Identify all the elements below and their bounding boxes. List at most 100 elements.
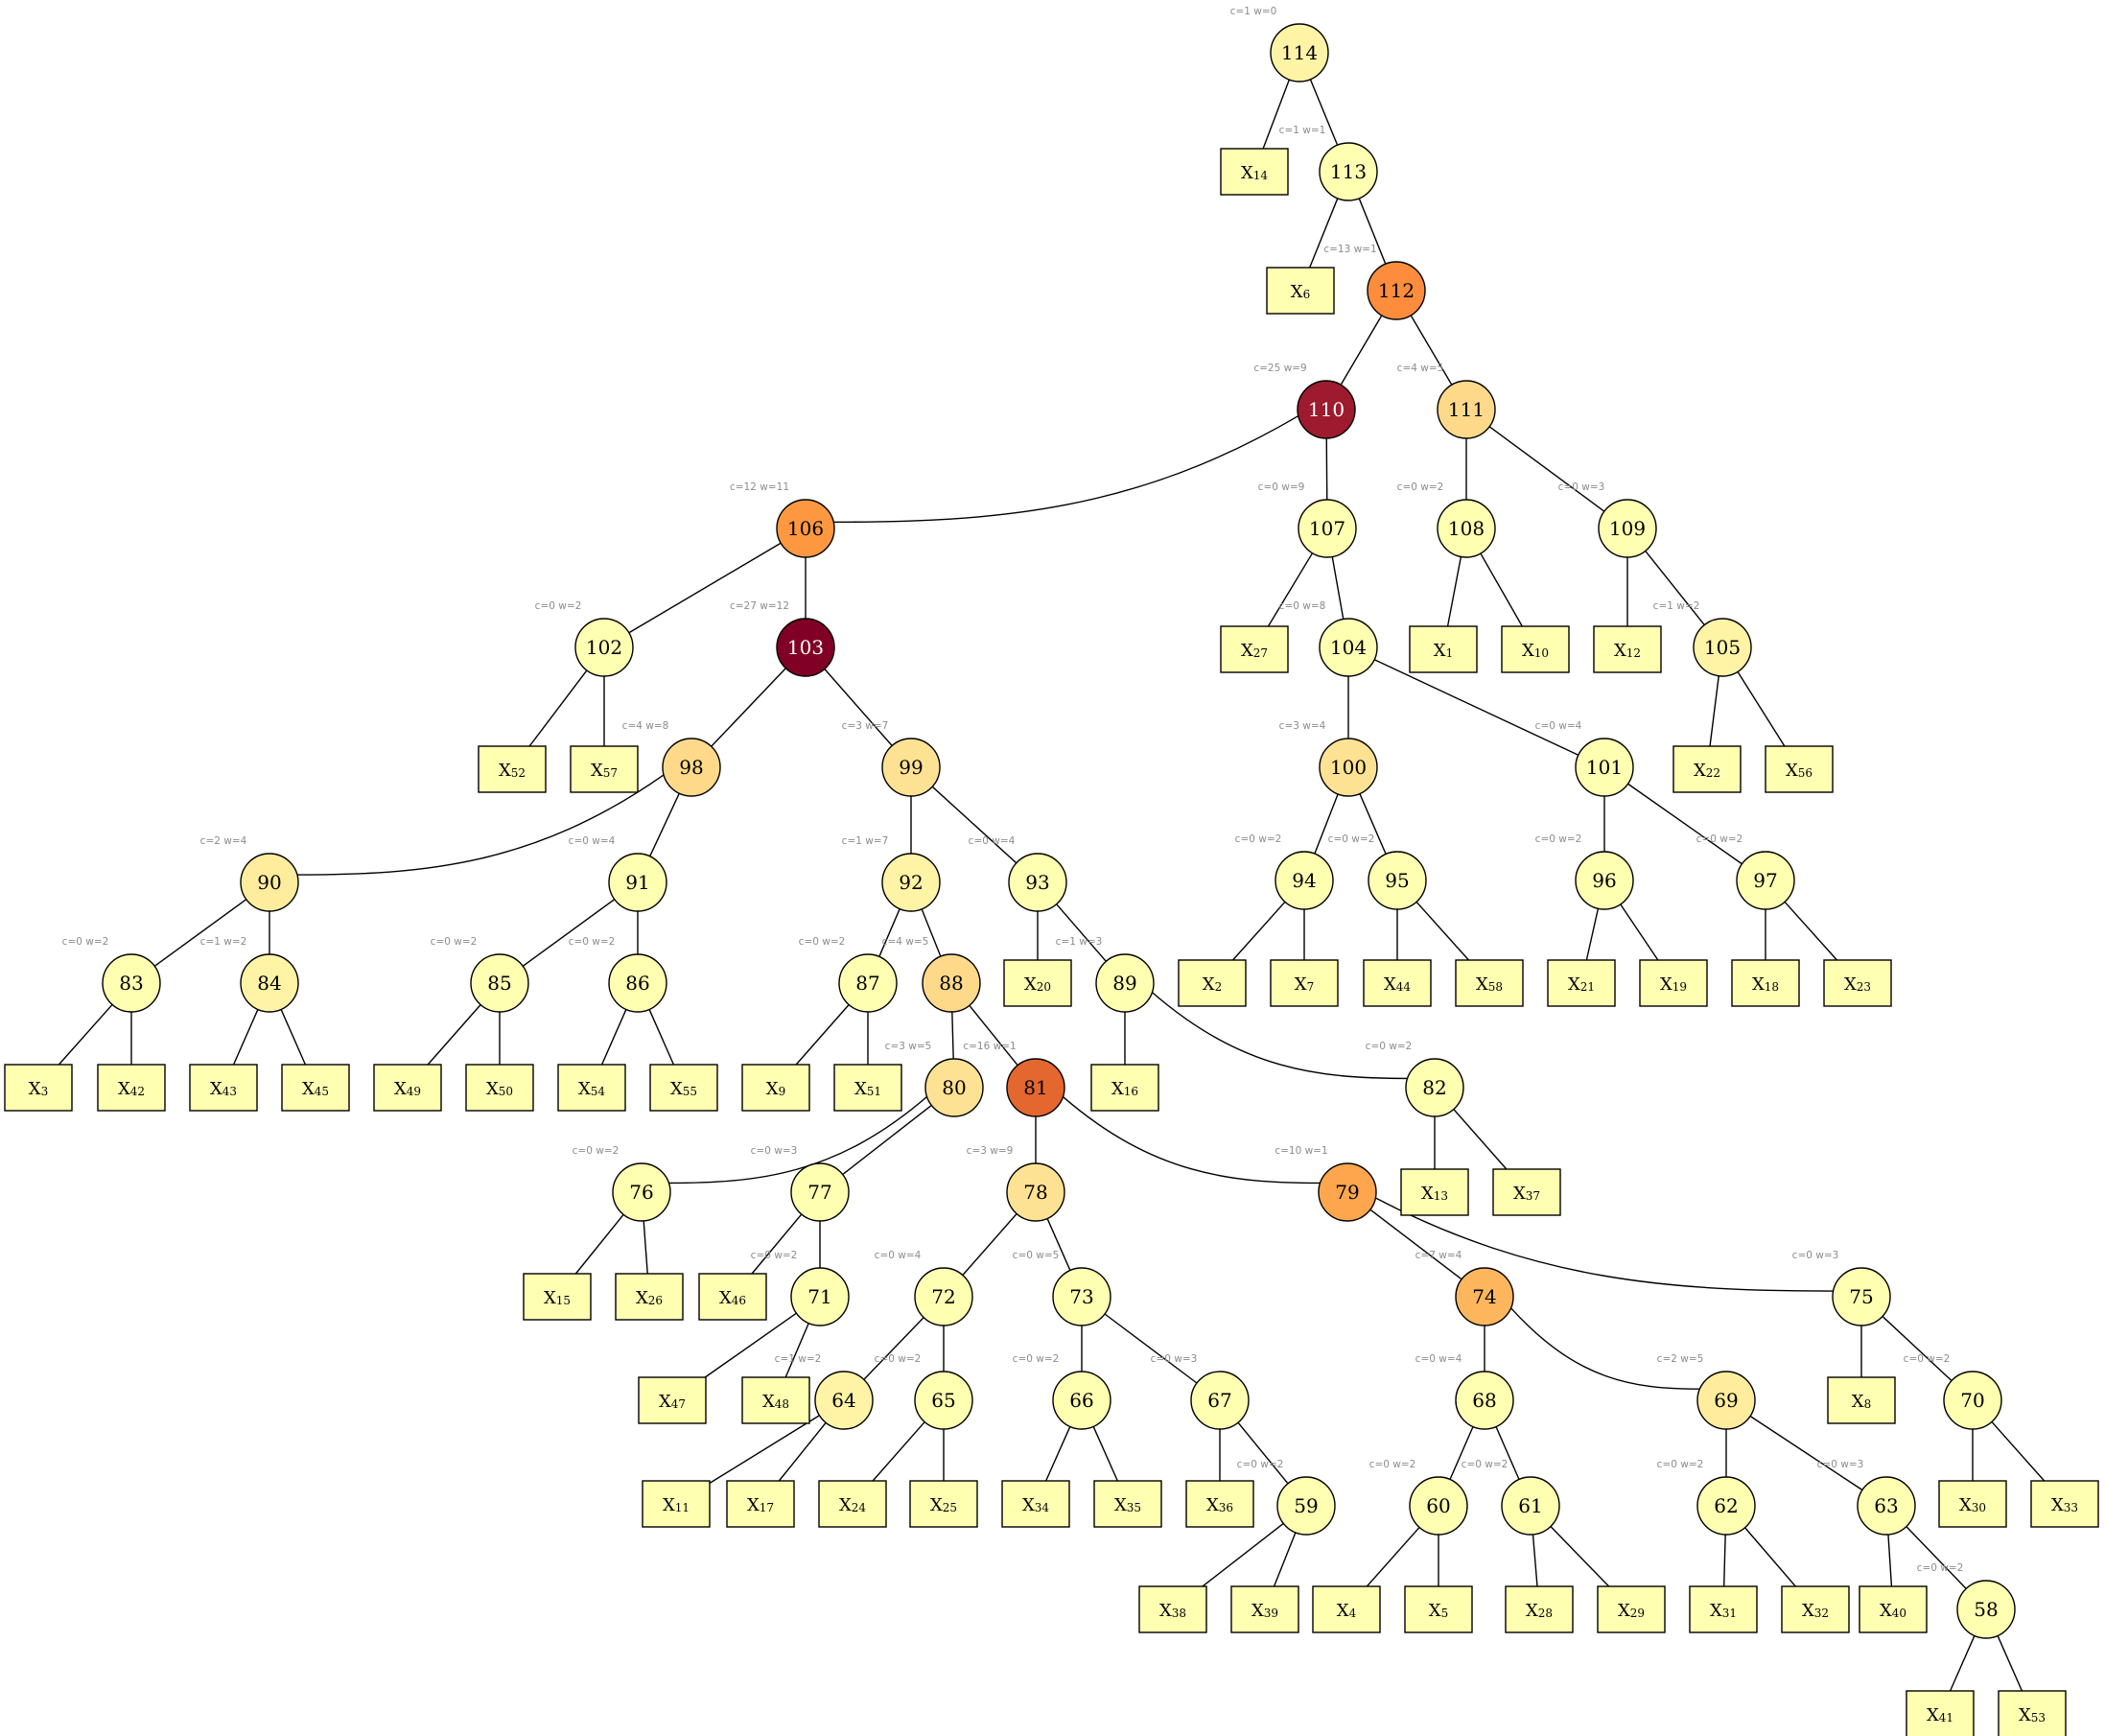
leaf-X7[interactable]: X7 <box>1270 959 1339 1007</box>
tree-node-68[interactable]: 68 <box>1455 1371 1514 1430</box>
tree-node-67[interactable]: 67 <box>1190 1371 1250 1430</box>
leaf-X46[interactable]: X46 <box>698 1273 767 1321</box>
leaf-X24[interactable]: X24 <box>818 1480 887 1528</box>
tree-node-114[interactable]: 114 <box>1270 23 1329 82</box>
tree-node-109[interactable]: 109 <box>1598 499 1657 558</box>
leaf-X5[interactable]: X5 <box>1404 1585 1473 1633</box>
leaf-X39[interactable]: X39 <box>1230 1585 1299 1633</box>
tree-node-71[interactable]: 71 <box>790 1267 850 1326</box>
leaf-X51[interactable]: X51 <box>833 1064 902 1112</box>
leaf-X12[interactable]: X12 <box>1593 625 1662 673</box>
leaf-X35[interactable]: X35 <box>1093 1480 1162 1528</box>
leaf-X14[interactable]: X14 <box>1220 148 1289 196</box>
tree-node-85[interactable]: 85 <box>470 953 529 1013</box>
leaf-X32[interactable]: X32 <box>1781 1585 1850 1633</box>
tree-node-84[interactable]: 84 <box>240 953 299 1013</box>
tree-node-58[interactable]: 58 <box>1956 1580 2016 1639</box>
tree-node-83[interactable]: 83 <box>102 953 161 1013</box>
leaf-X22[interactable]: X22 <box>1672 745 1742 793</box>
tree-node-60[interactable]: 60 <box>1409 1476 1468 1536</box>
tree-node-76[interactable]: 76 <box>612 1162 671 1222</box>
tree-node-69[interactable]: 69 <box>1696 1371 1756 1430</box>
tree-node-110[interactable]: 110 <box>1297 380 1356 439</box>
tree-node-112[interactable]: 112 <box>1367 261 1426 320</box>
leaf-X44[interactable]: X44 <box>1363 959 1432 1007</box>
leaf-X16[interactable]: X16 <box>1090 1064 1159 1112</box>
leaf-X11[interactable]: X11 <box>642 1480 711 1528</box>
tree-node-101[interactable]: 101 <box>1575 738 1634 797</box>
tree-node-93[interactable]: 93 <box>1008 853 1067 912</box>
leaf-X19[interactable]: X19 <box>1639 959 1708 1007</box>
leaf-X56[interactable]: X56 <box>1765 745 1834 793</box>
tree-node-61[interactable]: 61 <box>1501 1476 1560 1536</box>
tree-node-72[interactable]: 72 <box>914 1267 973 1326</box>
tree-node-105[interactable]: 105 <box>1693 618 1752 677</box>
tree-node-108[interactable]: 108 <box>1437 499 1496 558</box>
leaf-X3[interactable]: X3 <box>4 1064 73 1112</box>
leaf-X25[interactable]: X25 <box>909 1480 978 1528</box>
tree-node-95[interactable]: 95 <box>1368 851 1427 910</box>
leaf-X58[interactable]: X58 <box>1455 959 1524 1007</box>
leaf-X48[interactable]: X48 <box>741 1376 810 1424</box>
tree-node-91[interactable]: 91 <box>608 853 667 912</box>
leaf-X6[interactable]: X6 <box>1266 267 1335 315</box>
leaf-X27[interactable]: X27 <box>1220 625 1289 673</box>
tree-node-82[interactable]: 82 <box>1405 1058 1464 1117</box>
tree-node-65[interactable]: 65 <box>914 1371 973 1430</box>
tree-node-104[interactable]: 104 <box>1319 618 1378 677</box>
leaf-X28[interactable]: X28 <box>1505 1585 1574 1633</box>
tree-node-113[interactable]: 113 <box>1319 142 1378 201</box>
leaf-X4[interactable]: X4 <box>1312 1585 1381 1633</box>
leaf-X21[interactable]: X21 <box>1547 959 1616 1007</box>
leaf-X47[interactable]: X47 <box>638 1376 707 1424</box>
leaf-X57[interactable]: X57 <box>570 745 639 793</box>
tree-node-94[interactable]: 94 <box>1275 851 1334 910</box>
leaf-X43[interactable]: X43 <box>189 1064 258 1112</box>
leaf-X36[interactable]: X36 <box>1185 1480 1254 1528</box>
tree-node-79[interactable]: 79 <box>1318 1162 1377 1222</box>
tree-node-70[interactable]: 70 <box>1943 1371 2002 1430</box>
tree-node-90[interactable]: 90 <box>240 853 299 912</box>
tree-node-63[interactable]: 63 <box>1857 1476 1916 1536</box>
tree-node-99[interactable]: 99 <box>881 738 941 797</box>
leaf-X13[interactable]: X13 <box>1400 1168 1469 1216</box>
leaf-X41[interactable]: X41 <box>1906 1690 1975 1736</box>
tree-node-103[interactable]: 103 <box>776 618 835 677</box>
tree-node-97[interactable]: 97 <box>1736 851 1795 910</box>
tree-node-62[interactable]: 62 <box>1696 1476 1756 1536</box>
leaf-X50[interactable]: X50 <box>465 1064 534 1112</box>
leaf-X30[interactable]: X30 <box>1938 1480 2007 1528</box>
tree-node-77[interactable]: 77 <box>790 1162 850 1222</box>
leaf-X40[interactable]: X40 <box>1859 1585 1928 1633</box>
tree-node-75[interactable]: 75 <box>1832 1267 1891 1326</box>
tree-node-107[interactable]: 107 <box>1298 499 1357 558</box>
leaf-X33[interactable]: X33 <box>2030 1480 2099 1528</box>
tree-node-100[interactable]: 100 <box>1319 738 1378 797</box>
leaf-X18[interactable]: X18 <box>1731 959 1800 1007</box>
leaf-X52[interactable]: X52 <box>478 745 547 793</box>
leaf-X49[interactable]: X49 <box>373 1064 442 1112</box>
leaf-X26[interactable]: X26 <box>615 1273 684 1321</box>
leaf-X31[interactable]: X31 <box>1689 1585 1758 1633</box>
leaf-X55[interactable]: X55 <box>649 1064 718 1112</box>
leaf-X42[interactable]: X42 <box>97 1064 166 1112</box>
leaf-X9[interactable]: X9 <box>741 1064 810 1112</box>
tree-node-80[interactable]: 80 <box>924 1058 984 1117</box>
tree-node-87[interactable]: 87 <box>838 953 898 1013</box>
leaf-X17[interactable]: X17 <box>726 1480 795 1528</box>
leaf-X37[interactable]: X37 <box>1492 1168 1561 1216</box>
leaf-X20[interactable]: X20 <box>1003 959 1072 1007</box>
leaf-X29[interactable]: X29 <box>1597 1585 1666 1633</box>
tree-node-74[interactable]: 74 <box>1455 1267 1514 1326</box>
tree-node-88[interactable]: 88 <box>922 953 981 1013</box>
tree-node-111[interactable]: 111 <box>1437 380 1496 439</box>
leaf-X8[interactable]: X8 <box>1827 1376 1896 1424</box>
leaf-X34[interactable]: X34 <box>1001 1480 1070 1528</box>
tree-node-64[interactable]: 64 <box>814 1371 874 1430</box>
tree-node-59[interactable]: 59 <box>1276 1476 1336 1536</box>
leaf-X2[interactable]: X2 <box>1178 959 1247 1007</box>
leaf-X15[interactable]: X15 <box>523 1273 592 1321</box>
tree-node-96[interactable]: 96 <box>1575 851 1634 910</box>
leaf-X38[interactable]: X38 <box>1138 1585 1207 1633</box>
tree-node-89[interactable]: 89 <box>1095 953 1155 1013</box>
